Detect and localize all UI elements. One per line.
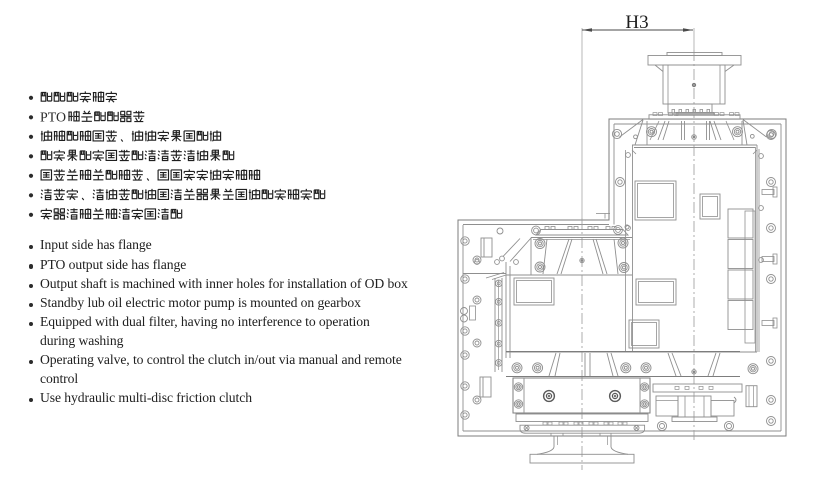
- svg-text:H3: H3: [625, 12, 648, 33]
- svg-text:PTO: PTO: [40, 110, 66, 125]
